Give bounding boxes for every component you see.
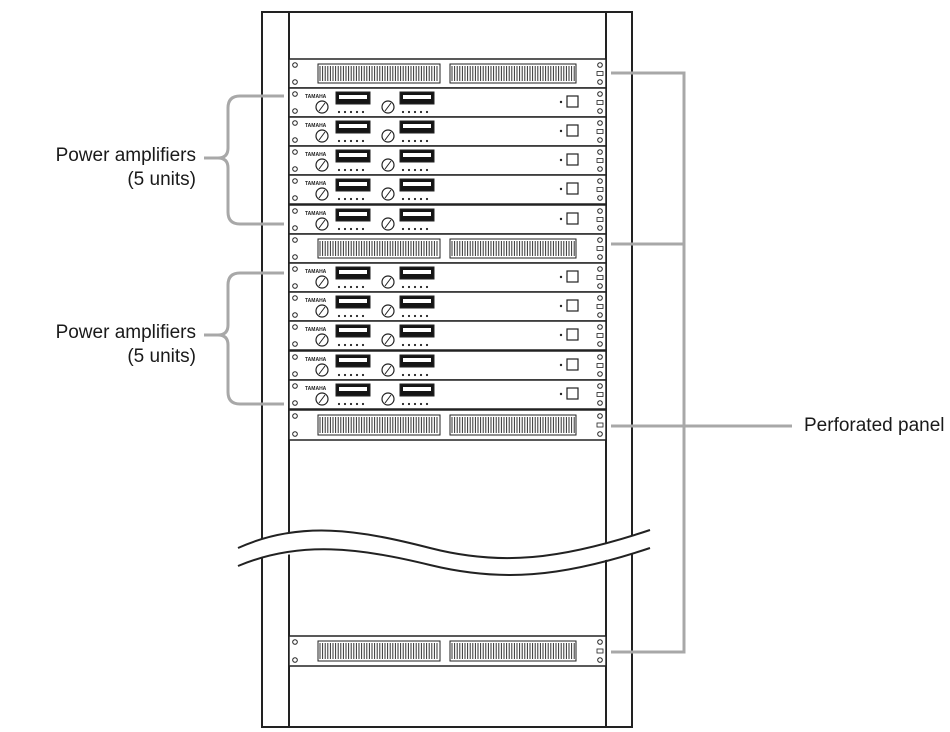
power-amplifier-unit-a2: TAMAHA bbox=[288, 116, 607, 147]
label-amplifiers-2: Power amplifiers (5 units) bbox=[0, 321, 196, 369]
callout-lines bbox=[204, 71, 792, 654]
power-amplifier-unit-b5: TAMAHA bbox=[288, 379, 607, 410]
amp-brand-label: TAMAHA bbox=[305, 386, 327, 392]
label-amplifiers-1: Power amplifiers (5 units) bbox=[0, 144, 196, 192]
power-amplifier-unit-b1: TAMAHA bbox=[288, 262, 607, 293]
perforated-panel-middle bbox=[288, 233, 607, 264]
amp-brand-label: TAMAHA bbox=[305, 181, 327, 187]
amp-brand-label: TAMAHA bbox=[305, 357, 327, 363]
power-amplifier-unit-b4: TAMAHA bbox=[288, 350, 607, 381]
label-amplifiers-2-count: (5 units) bbox=[127, 346, 196, 367]
perforated-panel-top bbox=[288, 58, 607, 89]
power-amplifier-unit-a5: TAMAHA bbox=[288, 204, 607, 235]
amp-brand-label: TAMAHA bbox=[305, 123, 327, 129]
amp-brand-label: TAMAHA bbox=[305, 298, 327, 304]
label-perforated-panel: Perforated panel bbox=[804, 415, 945, 436]
power-amplifier-unit-b2: TAMAHA bbox=[288, 291, 607, 322]
break-mark bbox=[237, 529, 651, 577]
amp-brand-label: TAMAHA bbox=[305, 94, 327, 100]
perforated-panel-bottom bbox=[288, 635, 607, 667]
power-amplifier-unit-a1: TAMAHA bbox=[288, 87, 607, 118]
label-amplifiers-2-title: Power amplifiers bbox=[55, 322, 196, 343]
amp-brand-label: TAMAHA bbox=[305, 327, 327, 333]
amp-brand-label: TAMAHA bbox=[305, 211, 327, 217]
label-amplifiers-1-count: (5 units) bbox=[127, 169, 196, 190]
perforated-panel-lower bbox=[288, 409, 607, 441]
bracket-amps-2 bbox=[204, 271, 284, 406]
bracket-amps-1 bbox=[204, 94, 284, 226]
power-amplifier-unit-a3: TAMAHA bbox=[288, 145, 607, 176]
amp-brand-label: TAMAHA bbox=[305, 152, 327, 158]
power-amplifier-unit-b3: TAMAHA bbox=[288, 320, 607, 351]
callout-perforated bbox=[611, 71, 792, 654]
amp-brand-label: TAMAHA bbox=[305, 269, 327, 275]
power-amplifier-unit-a4: TAMAHA bbox=[288, 174, 607, 205]
label-amplifiers-1-title: Power amplifiers bbox=[55, 145, 196, 166]
